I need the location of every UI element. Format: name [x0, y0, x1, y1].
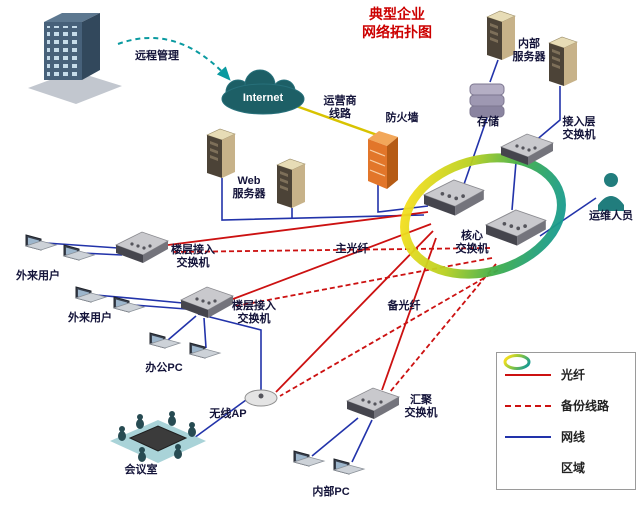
firewall-icon	[368, 131, 398, 189]
external-user-laptop-2-icon	[63, 244, 95, 261]
label-web-server-line2: 服务器	[232, 188, 266, 200]
label-floor-switch-2-line1: 楼层接入	[232, 300, 276, 312]
lan-links	[45, 59, 597, 463]
label-floor-switch-2: 楼层接入 交换机	[232, 300, 276, 326]
external-user-laptop-3-icon	[75, 286, 107, 303]
label-access-switch-line2: 交换机	[562, 129, 596, 141]
label-internal-pc-text: 内部PC	[312, 486, 350, 498]
label-internet: Internet	[243, 92, 283, 105]
label-agg-switch-line1: 汇聚	[410, 394, 432, 406]
label-external-users-1-text: 外来用户	[16, 270, 60, 282]
page-title: 典型企业 网络拓扑图	[362, 5, 432, 41]
label-core-switch-line2: 交换机	[455, 243, 489, 255]
storage-icon	[469, 83, 505, 118]
external-user-laptop-1-icon	[25, 234, 57, 251]
legend-lan-label: 网线	[561, 430, 586, 444]
label-external-users-1: 外来用户	[16, 270, 60, 283]
label-main-fiber-text: 主光纤	[335, 243, 369, 255]
legend-row-zone: 区域	[503, 354, 627, 476]
wireless-ap-icon	[244, 389, 278, 407]
legend-row-backup: 备份线路	[505, 397, 627, 414]
fiber-line-sample-icon	[505, 373, 551, 376]
label-carrier-line1: 运营商	[323, 95, 357, 107]
label-office-pc: 办公PC	[145, 362, 182, 375]
legend-fiber-label: 光纤	[561, 368, 586, 382]
web-server-2-icon	[276, 158, 306, 209]
internal-pc-laptop-2-icon	[333, 458, 365, 475]
legend-row-fiber: 光纤	[505, 366, 627, 383]
label-meeting-room-text: 会议室	[124, 464, 158, 476]
label-internal-server: 内部 服务器	[513, 38, 546, 64]
label-access-switch-line1: 接入层	[562, 116, 596, 128]
backup-line-sample-icon	[505, 404, 551, 407]
label-floor-switch-1-line2: 交换机	[176, 257, 210, 269]
label-floor-switch-2-line2: 交换机	[237, 313, 271, 325]
core-zone-ring-icon	[400, 153, 566, 279]
internet-cloud-icon	[221, 69, 305, 115]
label-firewall: 防火墙	[386, 112, 419, 125]
remote-mgmt-arrow	[117, 37, 231, 81]
label-agg-switch: 汇聚 交换机	[405, 394, 438, 420]
label-core-switch: 核心 交换机	[456, 230, 489, 256]
label-floor-switch-1-line1: 楼层接入	[171, 244, 215, 256]
label-storage: 存储	[477, 116, 499, 129]
label-internal-pc: 内部PC	[312, 486, 349, 499]
label-internet-text: Internet	[242, 92, 284, 104]
label-floor-switch-1: 楼层接入 交换机	[171, 244, 215, 270]
internal-pc-laptop-1-icon	[293, 450, 325, 467]
core-switch-2-icon	[485, 209, 547, 247]
floor-switch-2-icon	[180, 286, 234, 319]
label-backup-fiber-text: 备光纤	[387, 300, 421, 312]
label-access-switch: 接入层 交换机	[563, 116, 596, 142]
label-remote-mgmt: 远程管理	[135, 50, 179, 63]
office-pc-laptop-1-icon	[149, 332, 181, 349]
internal-server-2-icon	[548, 36, 578, 87]
page-title-line2: 网络拓扑图	[362, 24, 432, 40]
label-internal-server-line1: 内部	[518, 38, 540, 50]
legend-zone-label: 区域	[561, 461, 586, 475]
label-carrier-line: 运营商 线路	[324, 95, 357, 121]
label-office-pc-text: 办公PC	[145, 362, 183, 374]
ops-person-icon	[598, 173, 624, 211]
building-icon	[28, 13, 122, 104]
label-external-users-2-text: 外来用户	[68, 312, 112, 324]
web-server-1-icon	[206, 128, 236, 179]
label-wireless-ap: 无线AP	[209, 408, 246, 421]
label-backup-fiber: 备光纤	[388, 300, 421, 313]
legend-backup-label: 备份线路	[561, 399, 610, 413]
label-ops-staff-text: 运维人员	[589, 210, 633, 222]
label-ops-staff: 运维人员	[589, 210, 633, 223]
label-main-fiber: 主光纤	[336, 243, 369, 256]
agg-switch-icon	[346, 387, 400, 420]
label-agg-switch-line2: 交换机	[404, 407, 438, 419]
lan-line-sample-icon	[505, 435, 551, 438]
legend-row-lan: 网线	[505, 428, 627, 445]
backup-links	[171, 247, 499, 397]
label-firewall-text: 防火墙	[385, 112, 419, 124]
core-switch-1-icon	[423, 179, 485, 217]
label-wireless-ap-text: 无线AP	[209, 408, 247, 420]
label-storage-text: 存储	[477, 116, 499, 128]
floor-switch-1-icon	[115, 231, 169, 264]
label-external-users-2: 外来用户	[68, 312, 112, 325]
label-web-server: Web 服务器	[233, 175, 266, 201]
meeting-room-icon	[110, 411, 206, 463]
office-pc-laptop-2-icon	[189, 342, 221, 359]
label-remote-mgmt-text: 远程管理	[135, 50, 179, 62]
carrier-link	[295, 104, 381, 138]
label-web-server-line1: Web	[237, 175, 261, 187]
label-carrier-line2: 线路	[329, 108, 351, 120]
page-title-line1: 典型企业	[369, 6, 425, 22]
label-core-switch-line1: 核心	[461, 230, 483, 242]
internal-server-1-icon	[486, 10, 516, 61]
label-meeting-room: 会议室	[125, 464, 158, 477]
label-internal-server-line2: 服务器	[512, 51, 546, 63]
legend-box: 光纤 备份线路 网线	[496, 352, 636, 490]
